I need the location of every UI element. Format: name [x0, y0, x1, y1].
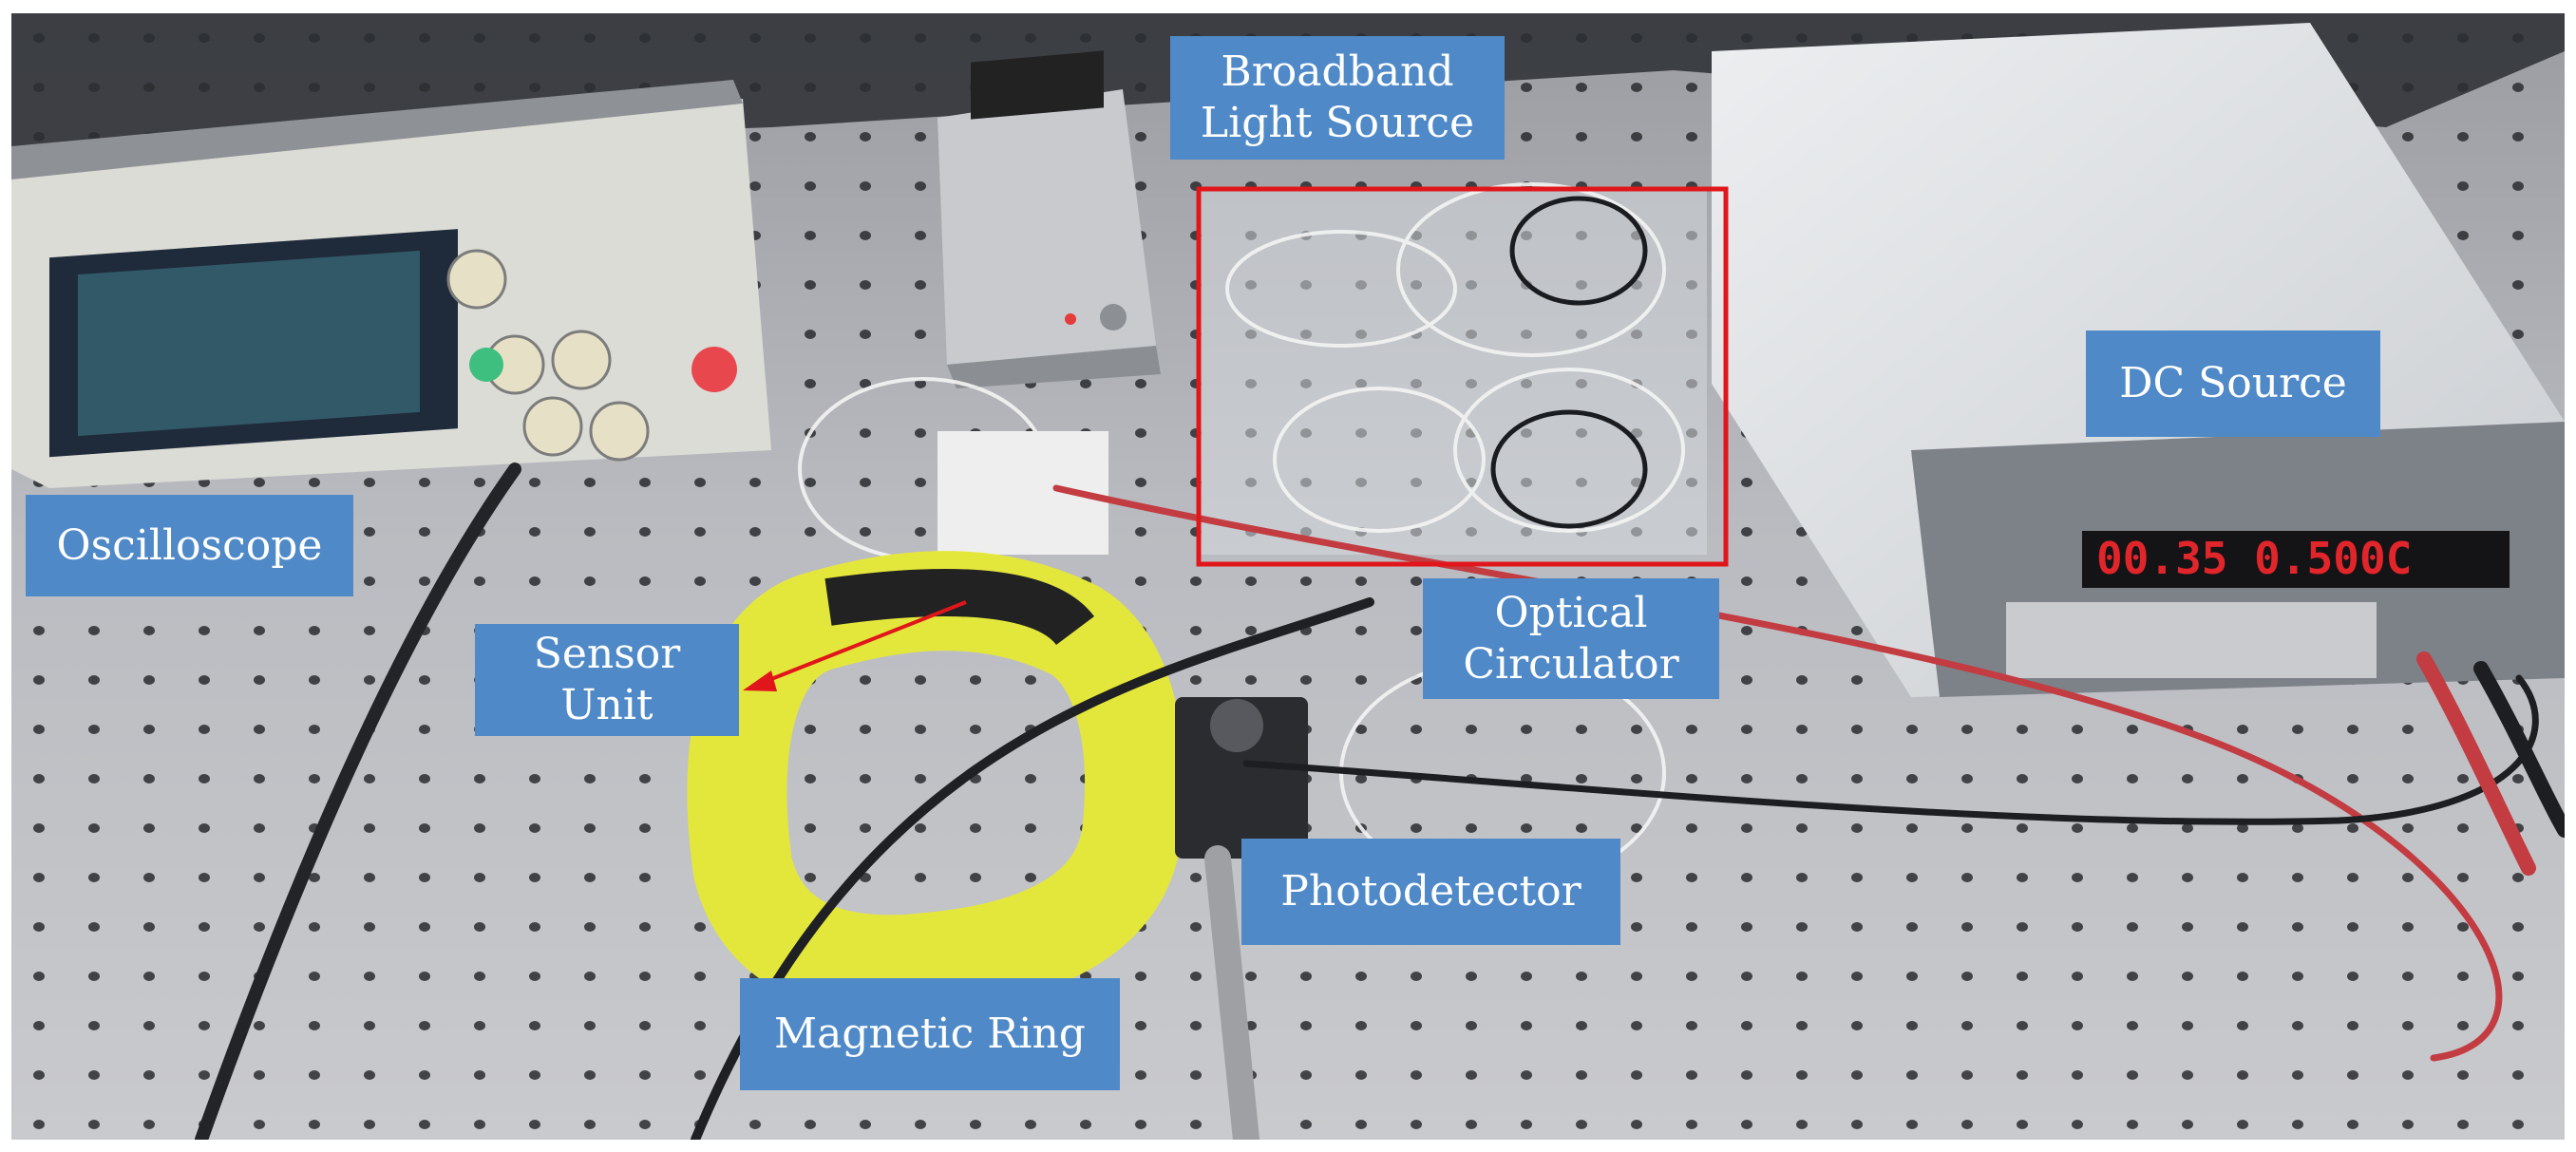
magnetic-ring-label: Magnetic Ring — [740, 978, 1120, 1090]
photodetector-device — [1175, 697, 1308, 859]
sensor-unit-label: Sensor Unit — [475, 624, 739, 736]
sensor-unit-arrow — [743, 600, 967, 691]
broadband-light-source-label: Broadband Light Source — [1170, 36, 1505, 160]
dc-source-label: DC Source — [2086, 330, 2380, 437]
oscilloscope-device — [11, 80, 771, 488]
lab-setup-photo: 00.35 0.500C — [11, 13, 2565, 1140]
oscilloscope-label: Oscilloscope — [26, 495, 353, 596]
highlight-box — [1196, 186, 1729, 567]
light-source-device — [938, 50, 1161, 388]
optical-circulator-label: Optical Circulator — [1423, 578, 1719, 699]
svg-text:00.35 0.500C: 00.35 0.500C — [2096, 533, 2412, 584]
photodetector-label: Photodetector — [1241, 839, 1620, 945]
magnetic-ring-device — [687, 551, 1184, 1015]
